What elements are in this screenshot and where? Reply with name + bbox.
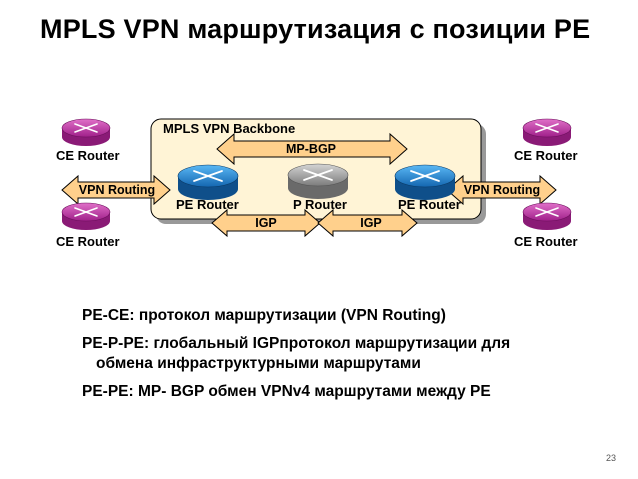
slide-title: MPLS VPN маршрутизация с позиции PE [40, 14, 591, 44]
pe-router-right-icon [394, 164, 456, 200]
ce-router-bottom-left-icon [61, 202, 111, 230]
mp-bgp-label: MP-BGP [286, 142, 336, 156]
bullet-pe-p-pe-line1: PE-P-PE: глобальный IGPпротокол маршрути… [82, 335, 511, 352]
pe-router-left-label: PE Router [176, 197, 239, 212]
page-number: 23 [605, 453, 616, 463]
pe-router-left-icon [177, 164, 239, 200]
vpn-routing-right-arrow [446, 174, 557, 206]
ce-router-top-left-label: CE Router [56, 148, 120, 163]
igp-left-label: IGP [255, 216, 277, 230]
ce-router-top-left-icon [61, 118, 111, 146]
ce-router-bottom-right-icon [522, 202, 572, 230]
ce-router-bottom-right-label: CE Router [514, 234, 578, 249]
vpn-routing-left-arrow [61, 174, 171, 206]
igp-right-label: IGP [360, 216, 382, 230]
mp-bgp-arrow [216, 132, 408, 166]
vpn-routing-right-label: VPN Routing [464, 183, 540, 197]
pe-router-right-label: PE Router [398, 197, 461, 212]
bullet-pe-ce: PE-CE: протокол маршрутизации (VPN Routi… [82, 307, 446, 324]
p-router-icon [287, 163, 349, 199]
bullet-pe-p-pe-line2: обмена инфраструктурными маршрутами [96, 355, 421, 372]
ce-router-bottom-left-label: CE Router [56, 234, 120, 249]
backbone-label: MPLS VPN Backbone [163, 121, 295, 136]
bullet-pe-p-pe: PE-P-PE: глобальный IGPпротокол маршрути… [82, 334, 602, 374]
ce-router-top-right-icon [522, 118, 572, 146]
vpn-routing-left-label: VPN Routing [79, 183, 155, 197]
igp-right-arrow [317, 208, 418, 238]
bullet-list: PE-CE: протокол маршрутизации (VPN Routi… [82, 306, 602, 410]
ce-router-top-right-label: CE Router [514, 148, 578, 163]
p-router-label: P Router [293, 197, 347, 212]
network-diagram: MPLS VPN Backbone MP-BGP VPN Routing VPN… [56, 118, 578, 249]
bullet-pe-pe: PE-PE: MP- BGP обмен VPNv4 маршрутами ме… [82, 383, 491, 400]
